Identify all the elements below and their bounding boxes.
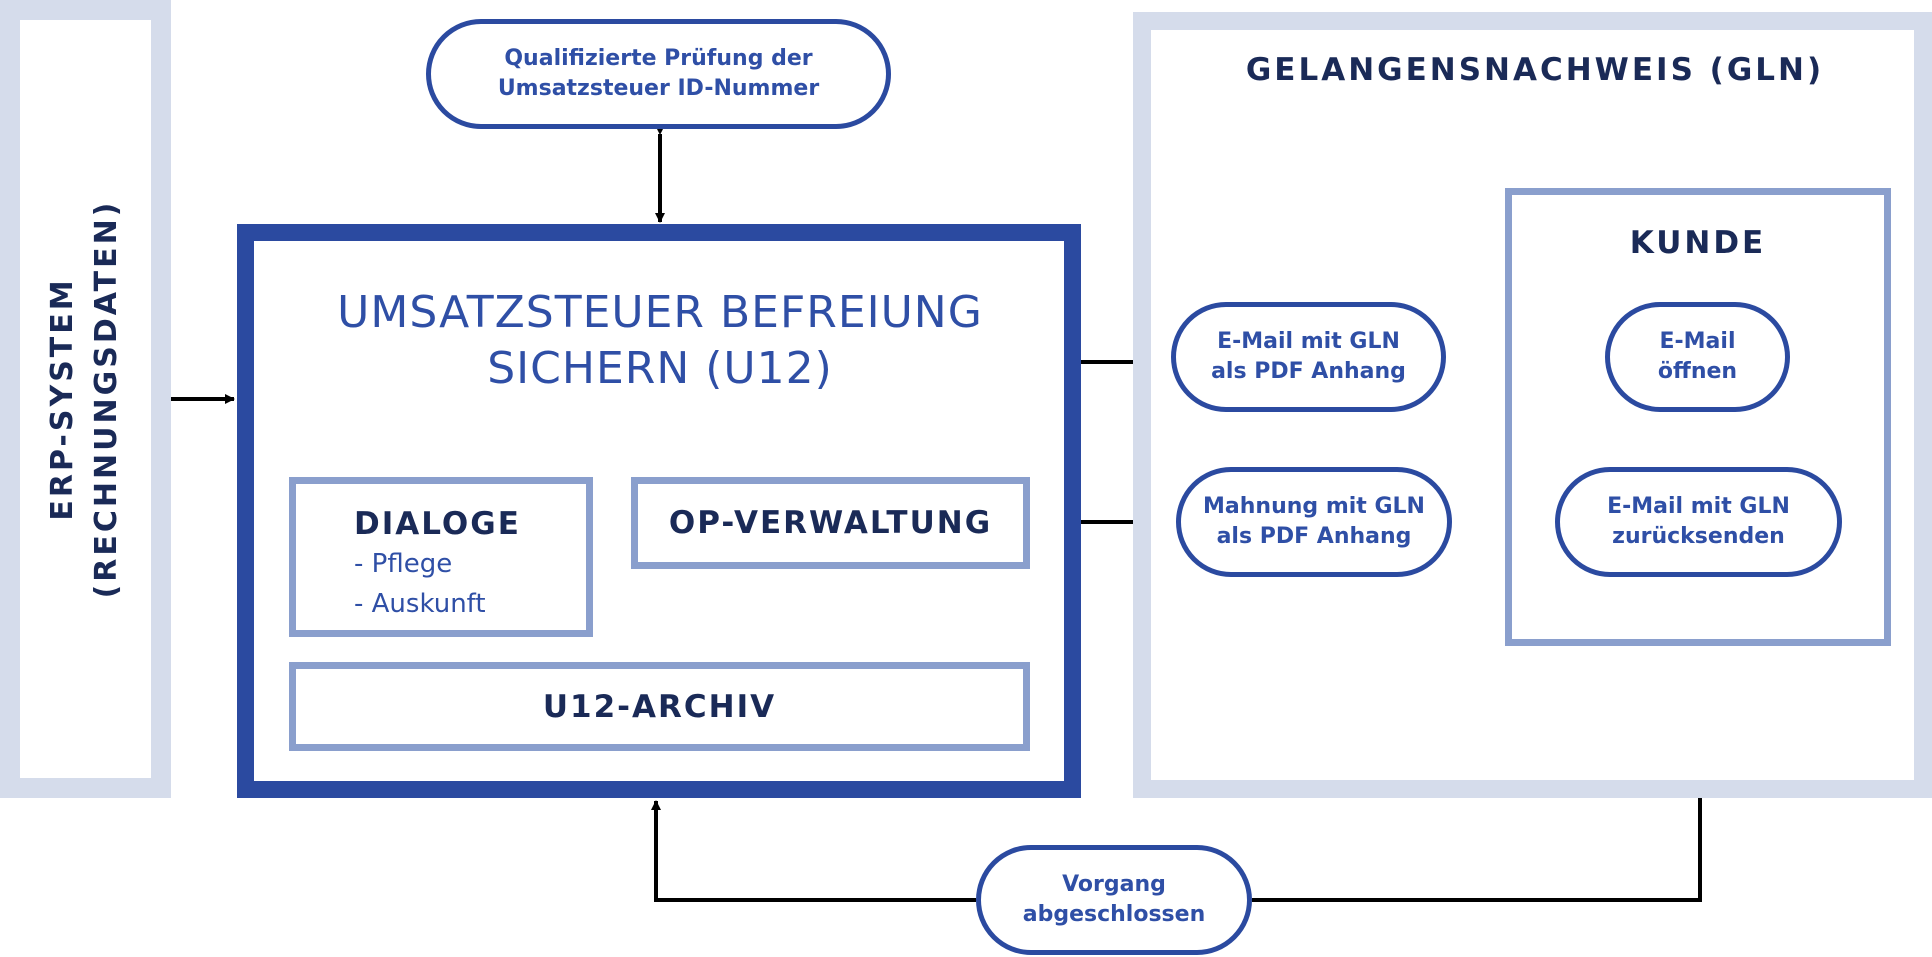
dialoge-title: DIALOGE (354, 506, 521, 542)
erp-system-panel (0, 0, 171, 798)
main-title-line1: UMSATZSTEUER BEFREIUNG (337, 287, 983, 338)
open-email-pill: E-Mail öffnen (1605, 302, 1790, 412)
arrow-done-main (651, 800, 976, 902)
reminder-with-gln-line2: als PDF Anhang (1216, 524, 1412, 549)
return-email-pill: E-Mail mit GLN zurücksenden (1555, 467, 1842, 577)
return-email-line1: E-Mail mit GLN (1607, 494, 1790, 519)
u12-archiv-box: U12-ARCHIV (289, 662, 1030, 751)
customer-box-title: KUNDE (1629, 225, 1767, 261)
gln-panel-title: GELANGENSNACHWEIS (GLN) (1245, 52, 1825, 88)
reminder-with-gln-line1: Mahnung mit GLN (1203, 494, 1425, 519)
main-title-line2: SICHERN (U12) (487, 343, 833, 394)
vat-id-check-line2: Umsatzsteuer ID-Nummer (497, 76, 820, 101)
erp-system-title: ERP-SYSTEM (45, 277, 80, 521)
process-completed-line2: abgeschlossen (1022, 902, 1206, 927)
erp-system-subtitle: (RECHNUNGSDATEN) (89, 199, 124, 599)
process-completed-pill: Vorgang abgeschlossen (976, 845, 1252, 955)
vat-id-check-pill: Qualifizierte Prüfung der Umsatzsteuer I… (426, 19, 891, 129)
open-email-line2: öffnen (1657, 359, 1738, 384)
op-verwaltung-box: OP-VERWALTUNG (631, 477, 1030, 569)
reminder-with-gln-pill: Mahnung mit GLN als PDF Anhang (1176, 467, 1452, 577)
process-completed-line1: Vorgang (1062, 872, 1166, 897)
return-email-line2: zurücksenden (1612, 524, 1785, 549)
dialoge-box: DIALOGE - Pflege - Auskunft (289, 477, 593, 637)
email-with-gln-pill: E-Mail mit GLN als PDF Anhang (1171, 302, 1446, 412)
open-email-line1: E-Mail (1659, 329, 1736, 354)
email-with-gln-line1: E-Mail mit GLN (1217, 329, 1400, 354)
dialoge-item-pflege: - Pflege (354, 549, 453, 579)
op-verwaltung-label: OP-VERWALTUNG (668, 505, 993, 541)
dialoge-item-auskunft: - Auskunft (354, 589, 486, 619)
email-with-gln-line2: als PDF Anhang (1211, 359, 1406, 384)
erp-system-label: ERP-SYSTEM (RECHNUNGSDATEN) (41, 119, 129, 679)
main-box-title: UMSATZSTEUER BEFREIUNG SICHERN (U12) (260, 285, 1060, 397)
u12-archiv-label: U12-ARCHIV (542, 688, 777, 725)
vat-id-check-line1: Qualifizierte Prüfung der (504, 46, 813, 71)
